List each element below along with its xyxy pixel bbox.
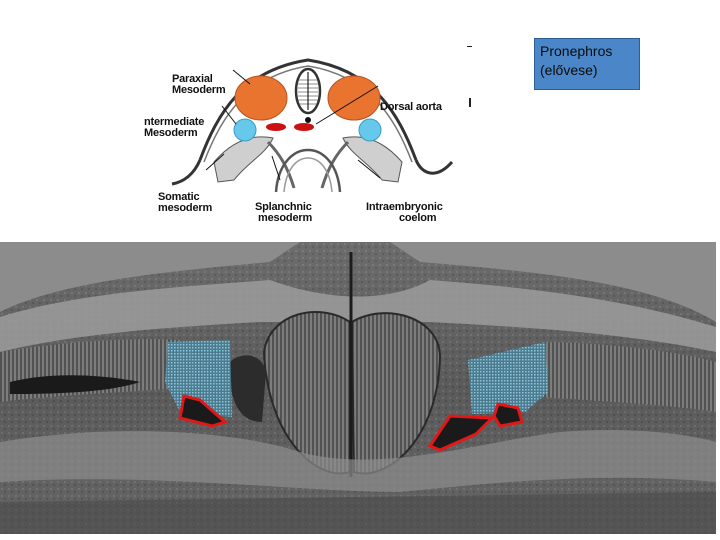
diagram-drawing <box>171 58 454 193</box>
callout-line: Pronephros <box>540 43 613 59</box>
callout-line: (elővese) <box>540 62 598 78</box>
crop-mark <box>469 98 471 107</box>
crop-mark <box>467 46 472 47</box>
micrograph-drawing <box>0 242 716 534</box>
pronephros-callout: Pronephros (elővese) <box>534 38 640 90</box>
sem-micrograph <box>0 242 716 534</box>
label-dorsal-aorta: Dorsal aorta <box>380 101 442 113</box>
